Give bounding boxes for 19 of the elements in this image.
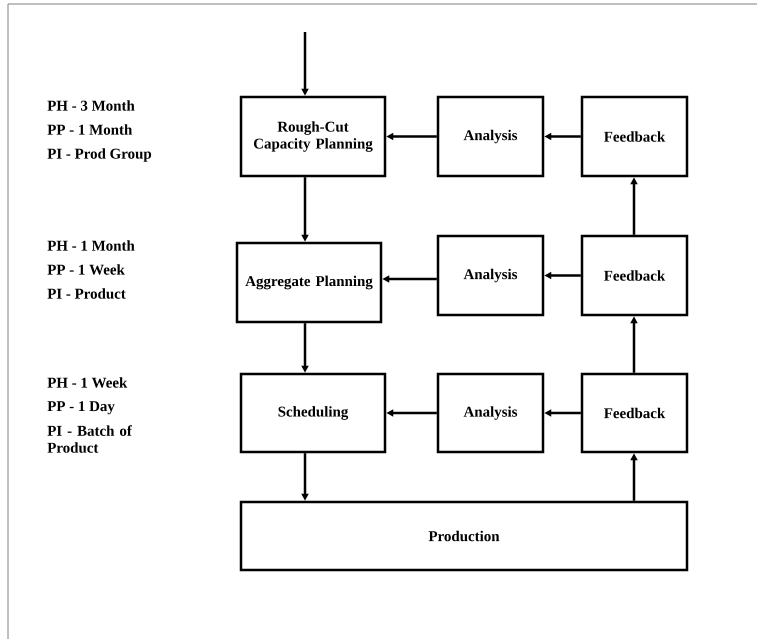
process-box: Feedback [580,96,688,178]
parameter-label: PI - Prod Group [47,148,152,162]
parameter-label: PH - 1 Week [47,377,128,388]
parameter-label: PP - 1 Week [47,264,125,275]
parameter-label: PH - 1 Month [47,240,135,251]
parameter-label: PH - 3 Month [47,100,135,111]
parameter-label: PP - 1 Month [47,124,132,135]
parameter-label: PI - Product [47,288,126,299]
process-box: Rough-Cut Capacity Planning [240,96,386,178]
process-box: Analysis [436,372,544,454]
process-box: Scheduling [240,372,386,454]
process-box: Feedback [580,234,688,316]
process-box: Analysis [436,234,544,316]
parameter-label: PP - 1 Day [47,401,115,414]
parameter-label: PI - Batch of Product [47,425,132,453]
process-box: Production [240,500,688,572]
process-box: Feedback [580,372,688,454]
process-box: Analysis [436,96,544,178]
process-box: Aggregate Planning [236,242,382,324]
